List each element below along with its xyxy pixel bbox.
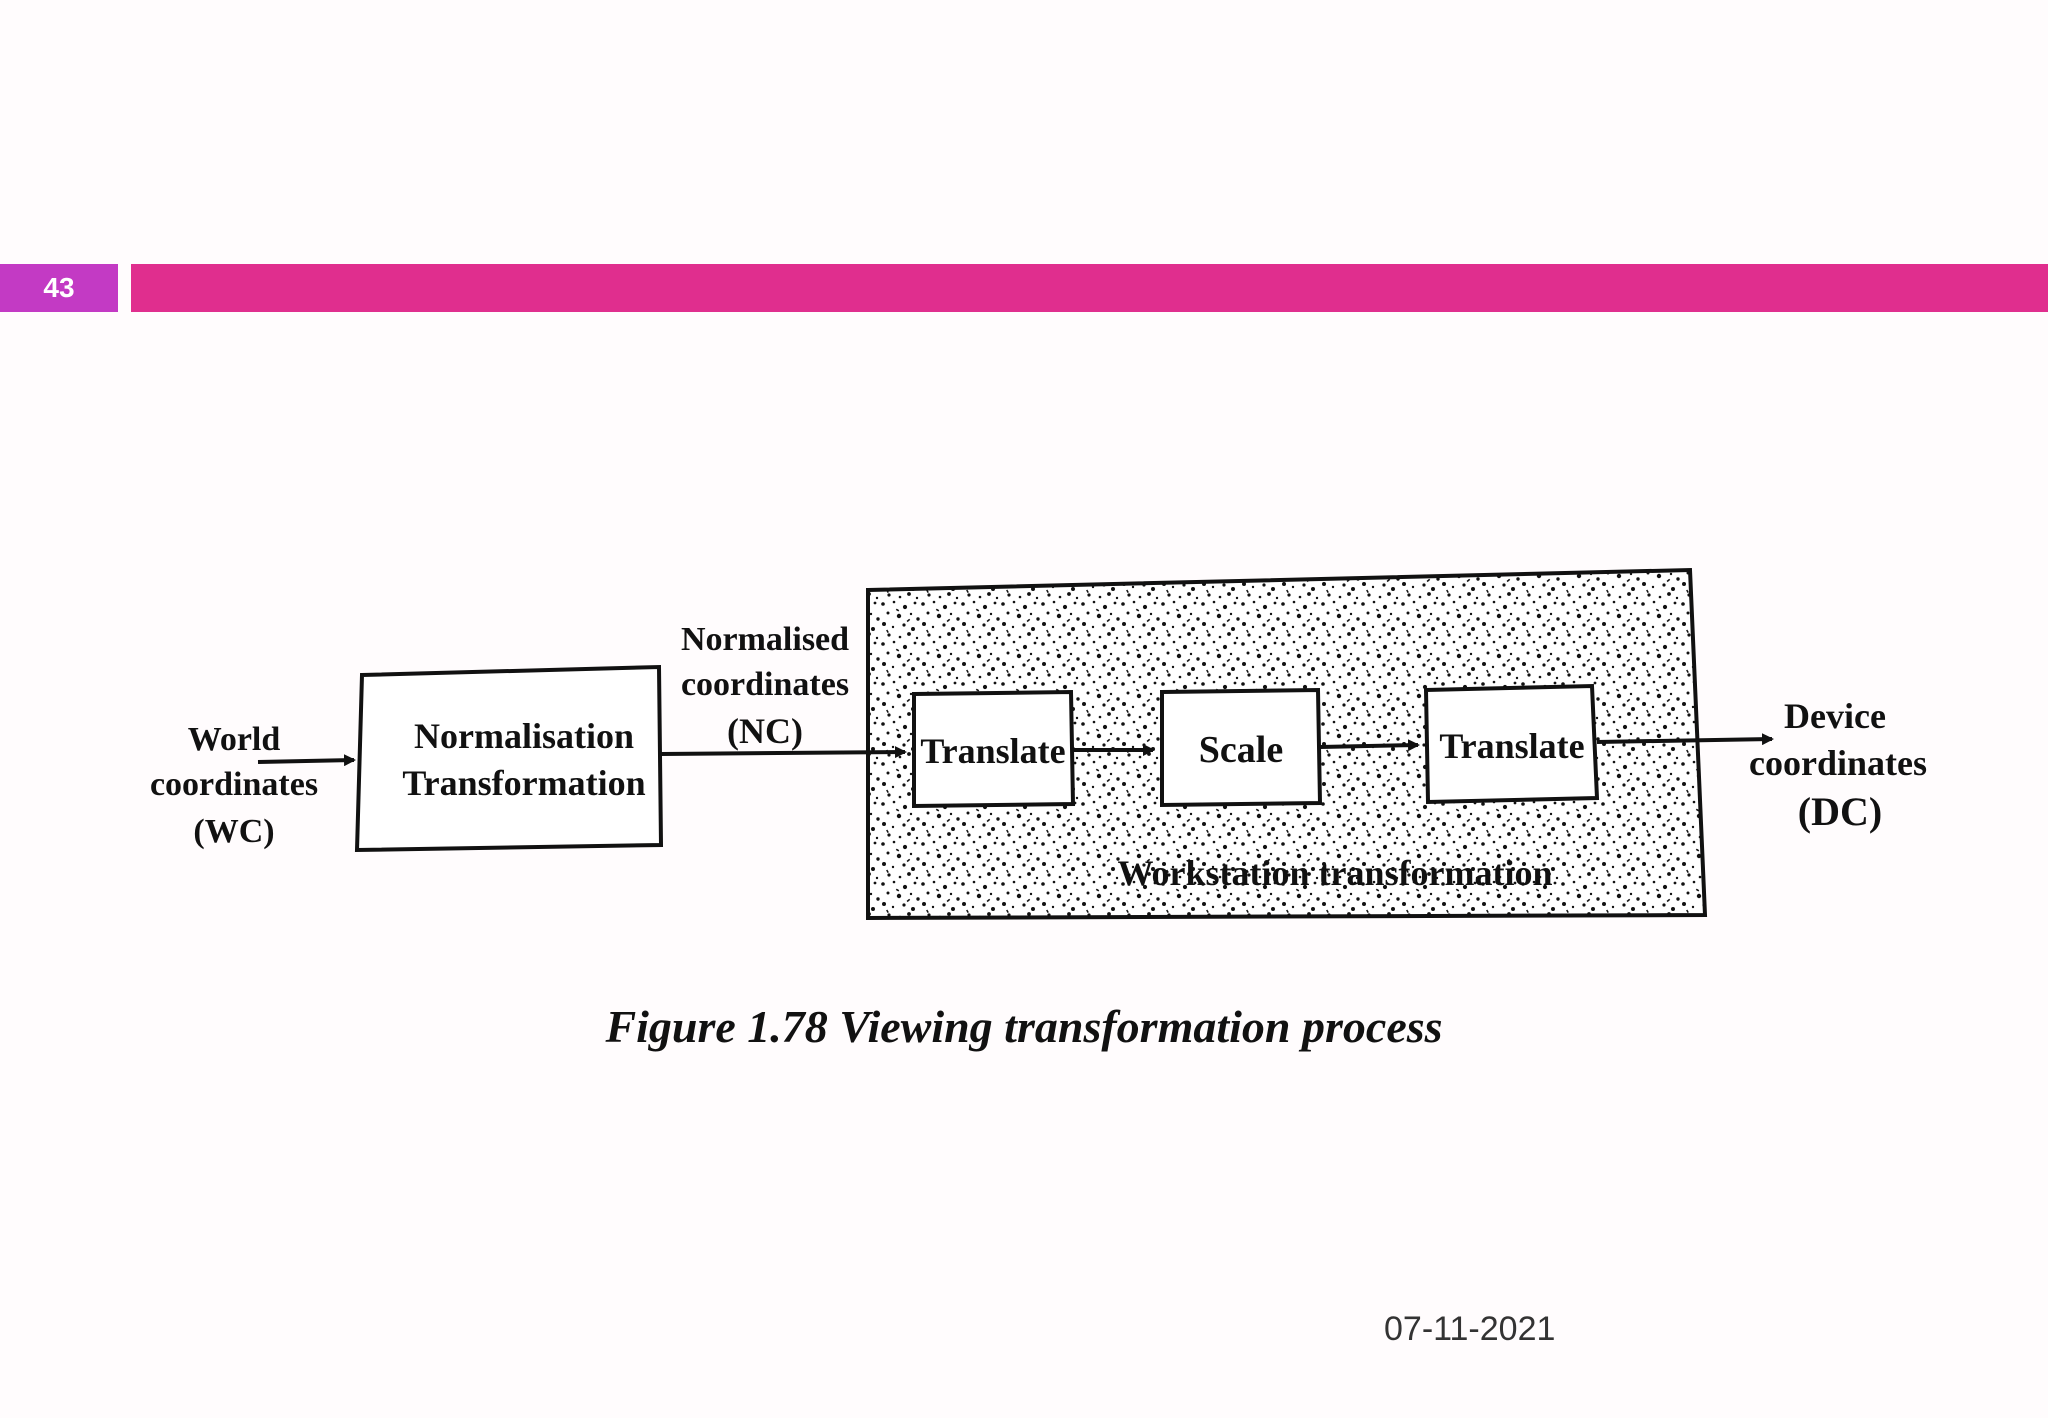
arrow-normalisation-to-translate xyxy=(660,746,907,759)
header-bar xyxy=(131,264,2048,312)
world-coordinates-label: World coordinates (WC) xyxy=(150,721,318,850)
svg-text:Normalisation: Normalisation xyxy=(414,716,634,756)
slide-date: 07-11-2021 xyxy=(1384,1310,1556,1348)
svg-text:Transformation: Transformation xyxy=(402,763,645,803)
svg-text:World: World xyxy=(188,721,281,758)
scale-box-label: Scale xyxy=(1199,729,1283,771)
normalisation-box-label: Normalisation Transformation xyxy=(402,716,645,803)
svg-text:coordinates: coordinates xyxy=(150,766,318,803)
slide-number: 43 xyxy=(0,264,118,312)
svg-text:coordinates: coordinates xyxy=(681,666,849,703)
svg-text:(WC): (WC) xyxy=(193,813,274,850)
normalised-coordinates-label: Normalised coordinates (NC) xyxy=(681,621,849,751)
arrow-scale-to-translate xyxy=(1319,739,1420,752)
svg-text:Device: Device xyxy=(1784,696,1886,736)
translate-box-2 xyxy=(1423,683,1600,805)
device-coordinates-label: Device coordinates (DC) xyxy=(1749,696,1927,834)
svg-text:(DC): (DC) xyxy=(1798,789,1882,834)
translate-box-1 xyxy=(912,689,1076,809)
arrow-wc-to-normalisation xyxy=(257,754,356,767)
scale-box xyxy=(1160,687,1323,808)
figure-caption: Figure 1.78 Viewing transformation proce… xyxy=(605,1001,1443,1052)
svg-text:Normalised: Normalised xyxy=(681,621,849,658)
normalisation-box xyxy=(354,664,664,853)
svg-text:(NC): (NC) xyxy=(727,711,803,751)
svg-text:coordinates: coordinates xyxy=(1749,743,1927,783)
arrow-translate-to-device xyxy=(1596,733,1774,746)
translate-box-2-label: Translate xyxy=(1439,726,1584,766)
translate-box-1-label: Translate xyxy=(920,731,1065,771)
workstation-transformation-label: Workstation transformation xyxy=(1118,853,1553,893)
